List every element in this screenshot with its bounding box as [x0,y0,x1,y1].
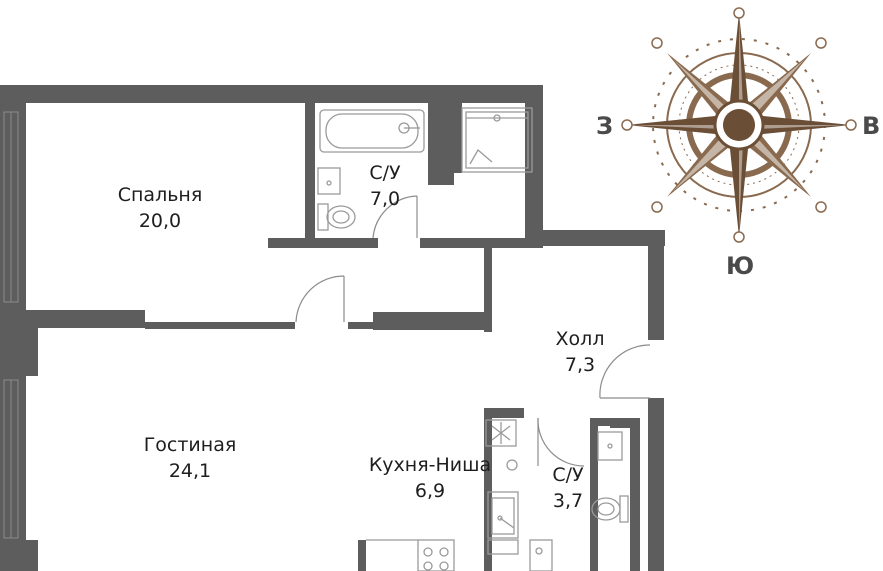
doors [295,195,651,467]
room-name: С/У [369,162,401,184]
compass-west-label: З [596,112,614,140]
compass-east-label: В [862,112,881,140]
room-area: 6,9 [414,480,446,502]
room-label-hall: Холл 7,3 [540,326,620,378]
room-name: Гостиная [143,434,237,456]
compass-south-label: Ю [726,252,755,280]
room-name: Кухня-Ниша [368,454,492,476]
room-area: 24,1 [168,460,212,482]
room-area: 7,0 [369,188,401,210]
room-area: 20,0 [138,210,182,232]
walls [0,85,665,571]
room-name: Холл [555,328,605,350]
fixtures [317,107,629,571]
compass-rose [621,7,857,243]
room-area: 7,3 [564,354,596,376]
room-label-bath2: С/У 3,7 [538,462,598,514]
windows [3,111,19,539]
room-label-kitchen: Кухня-Ниша 6,9 [355,452,505,504]
room-name: Спальня [117,184,203,206]
room-label-living: Гостиная 24,1 [120,432,260,484]
room-label-bath1: С/У 7,0 [350,160,420,212]
room-area: 3,7 [552,490,584,512]
room-name: С/У [552,464,584,486]
room-label-bedroom: Спальня 20,0 [95,182,225,234]
